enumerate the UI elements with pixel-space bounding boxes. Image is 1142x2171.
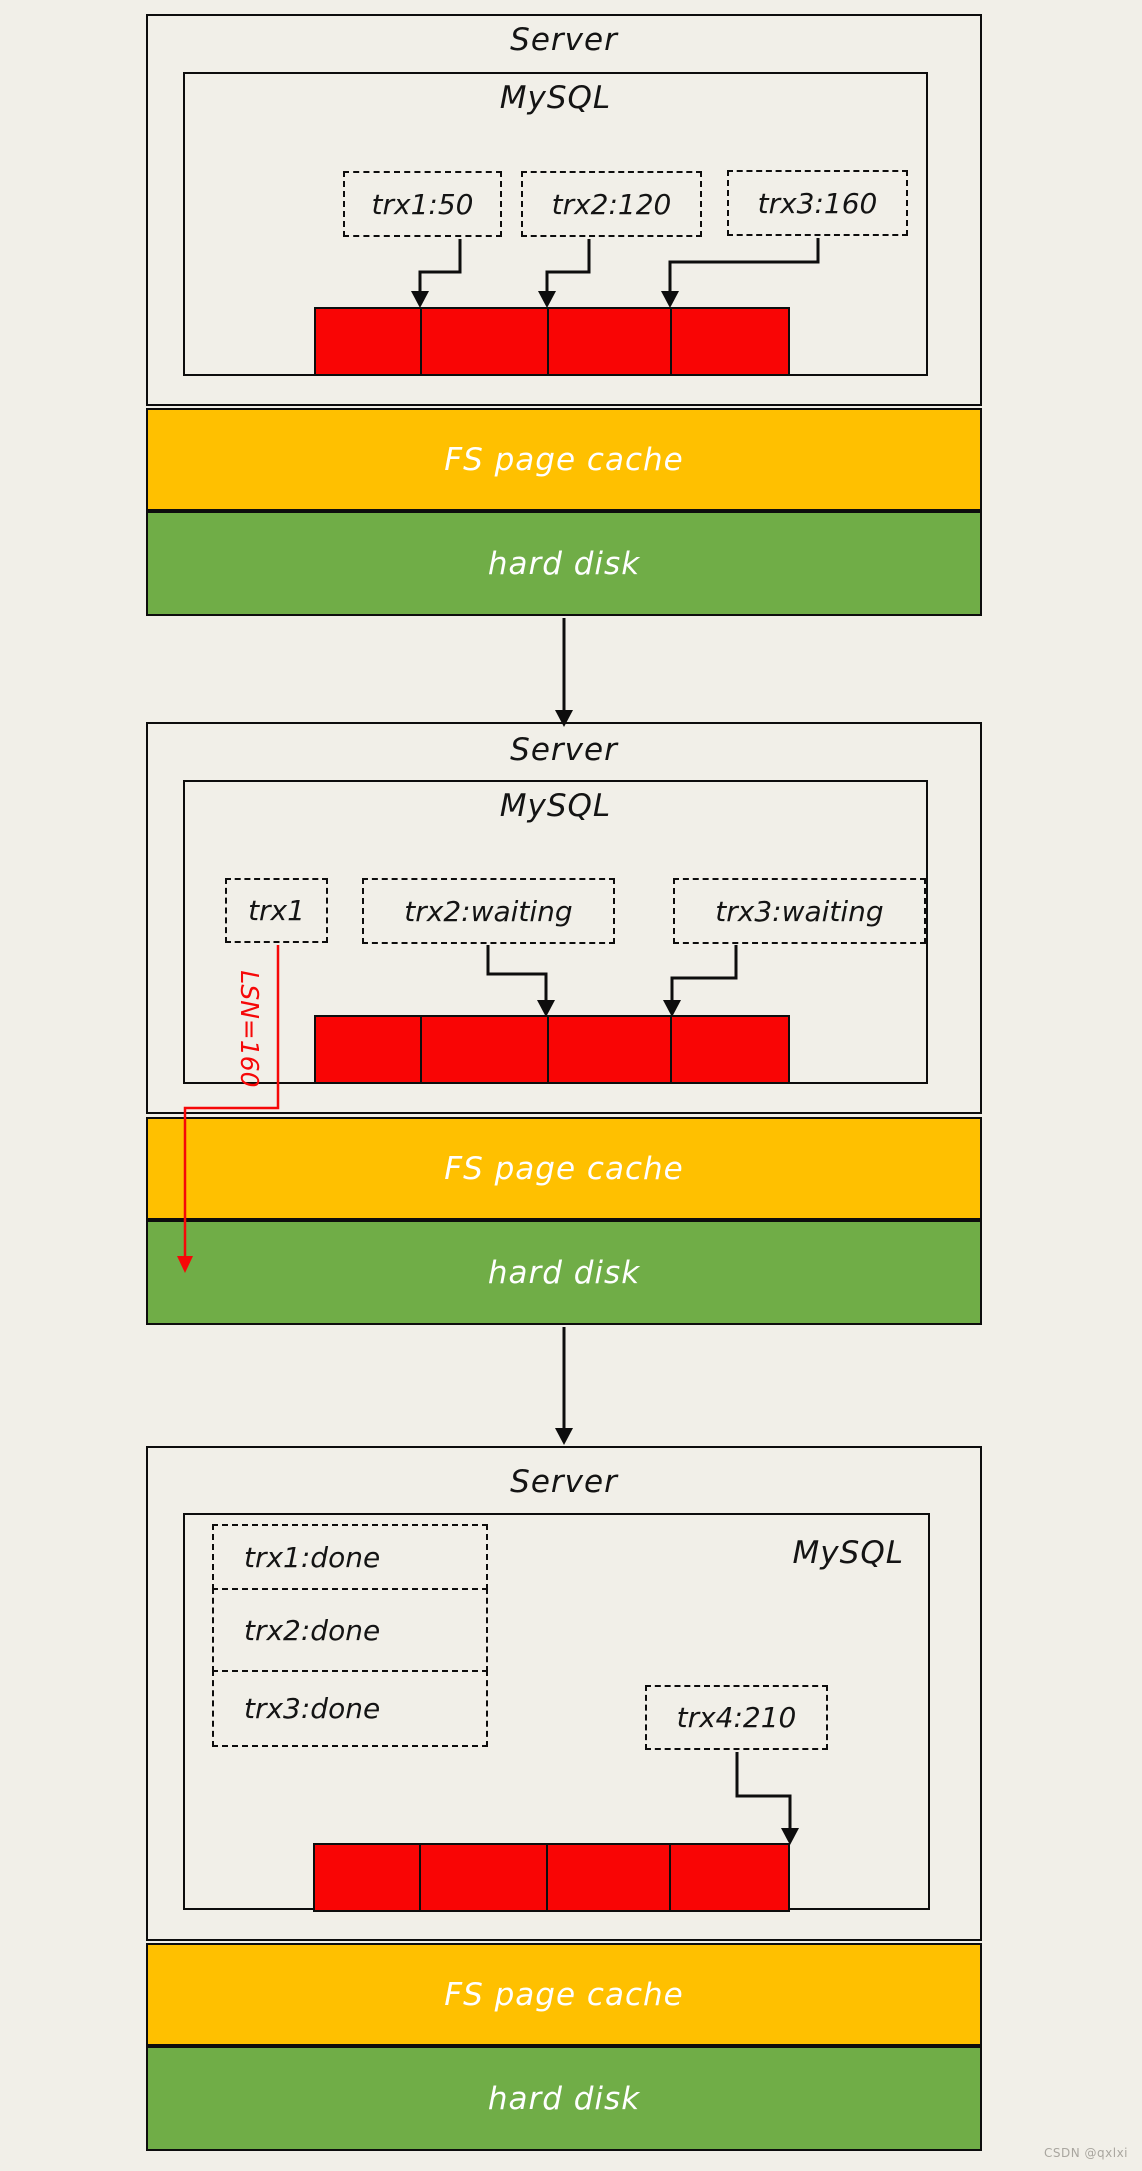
- trx-box-1-3: trx3:160: [727, 170, 908, 236]
- server-label-1: Server: [510, 22, 618, 58]
- trx-done-box-3: trx3:done: [212, 1670, 488, 1747]
- hard-disk-1: hard disk: [146, 511, 982, 616]
- redo-log-buffer-3: [313, 1843, 790, 1912]
- log-segment-divider: [669, 1845, 671, 1910]
- log-segment-divider: [547, 1017, 549, 1082]
- trx-box-2-1: trx1: [225, 878, 328, 943]
- trx-box-2-3: trx3:waiting: [673, 878, 926, 944]
- log-segment-divider: [670, 309, 672, 374]
- mysql-label-2: MySQL: [499, 788, 612, 824]
- hard-disk-label-2: hard disk: [487, 1254, 641, 1291]
- redo-log-buffer-1: [314, 307, 790, 376]
- trx-box-2-2: trx2:waiting: [362, 878, 615, 944]
- fs-page-cache-3: FS page cache: [146, 1943, 982, 2046]
- mysql-label-3: MySQL: [792, 1535, 904, 1571]
- fs-page-cache-label-3: FS page cache: [444, 1976, 684, 2013]
- log-segment-divider: [546, 1845, 548, 1910]
- hard-disk-2: hard disk: [146, 1220, 982, 1325]
- trx-done-box-2: trx2:done: [212, 1588, 488, 1672]
- lsn-160-label: LSN=160: [235, 970, 264, 1088]
- hard-disk-3: hard disk: [146, 2046, 982, 2151]
- log-segment-divider: [419, 1845, 421, 1910]
- fs-page-cache-label-1: FS page cache: [444, 441, 684, 478]
- fs-page-cache-2: FS page cache: [146, 1117, 982, 1220]
- trx4-box: trx4:210: [645, 1685, 828, 1750]
- watermark: CSDN @qxlxi: [1043, 2146, 1128, 2160]
- trx-box-1-2: trx2:120: [521, 171, 702, 237]
- log-segment-divider: [420, 309, 422, 374]
- log-segment-divider: [547, 309, 549, 374]
- server-label-3: Server: [510, 1464, 618, 1500]
- log-segment-divider: [420, 1017, 422, 1082]
- server-box-1: [146, 14, 982, 406]
- hard-disk-label-1: hard disk: [487, 545, 641, 582]
- server-box-3: [146, 1446, 982, 1941]
- fs-page-cache-label-2: FS page cache: [444, 1150, 684, 1187]
- fs-page-cache-1: FS page cache: [146, 408, 982, 511]
- server-label-2: Server: [510, 732, 618, 768]
- log-segment-divider: [670, 1017, 672, 1082]
- mysql-label-1: MySQL: [499, 80, 612, 116]
- arrowhead: [555, 1428, 573, 1445]
- trx-box-1-1: trx1:50: [343, 171, 502, 237]
- hard-disk-label-3: hard disk: [487, 2080, 641, 2117]
- redo-log-buffer-2: [314, 1015, 790, 1084]
- trx-done-box-1: trx1:done: [212, 1524, 488, 1590]
